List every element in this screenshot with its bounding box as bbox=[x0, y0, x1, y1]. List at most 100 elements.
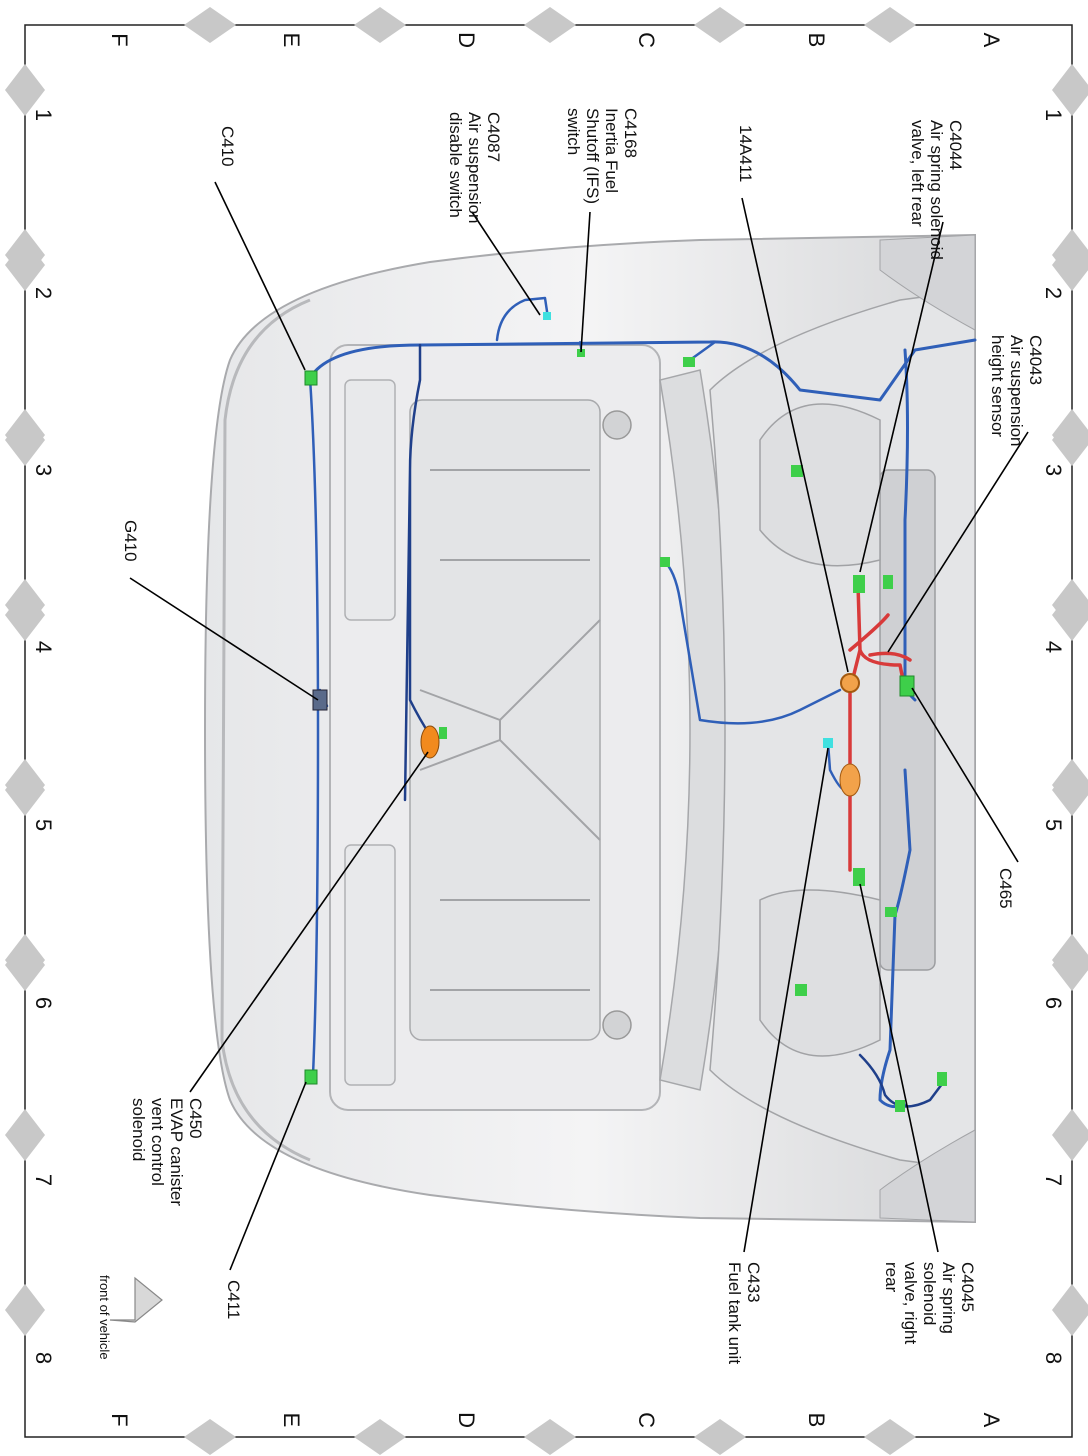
leader-lines bbox=[129, 181, 1029, 1271]
components bbox=[304, 312, 947, 1112]
callout-c4168-line: C4168 bbox=[621, 108, 640, 158]
grid-row-label: D bbox=[454, 32, 479, 48]
callout-c450-line: C450 bbox=[186, 1098, 205, 1139]
frame-diamond bbox=[1052, 1284, 1088, 1336]
callout-c450-line: solenoid bbox=[129, 1098, 148, 1161]
callout-c410-line: C410 bbox=[218, 126, 237, 167]
callout-front: front of vehicle bbox=[97, 1275, 112, 1360]
grid-row-label: A bbox=[979, 33, 1004, 48]
connector-misc-4 bbox=[795, 984, 807, 996]
callout-c4043-line: C4043 bbox=[1026, 335, 1045, 385]
grid-row-label: C bbox=[634, 1412, 659, 1428]
frame-diamond bbox=[864, 1419, 916, 1455]
callout-a14a411-line: 14A411 bbox=[736, 125, 755, 182]
leader-14a411 bbox=[741, 197, 849, 673]
callout-c4044-line: Air spring solenoid bbox=[927, 120, 946, 260]
frame-diamond bbox=[5, 229, 45, 281]
callout-c4044-line: valve, left rear bbox=[908, 120, 927, 227]
grid-col-label: 3 bbox=[1041, 464, 1066, 476]
grid-row-label: B bbox=[804, 1413, 829, 1428]
frame-diamond bbox=[1052, 229, 1088, 281]
frame-diamond bbox=[1052, 64, 1088, 116]
plug-right bbox=[602, 1010, 632, 1040]
callout-c4087-line: disable switch bbox=[446, 112, 465, 218]
frame-diamond bbox=[1052, 759, 1088, 811]
grid-col-label: 3 bbox=[31, 464, 56, 476]
callout-c411: C411 bbox=[224, 1280, 243, 1319]
grid-col-label: 6 bbox=[1041, 997, 1066, 1009]
leader-c465 bbox=[911, 687, 1019, 863]
floor-rail-left bbox=[344, 379, 396, 621]
leader-c450 bbox=[189, 751, 429, 1093]
callout-c433-line: Fuel tank unit bbox=[725, 1262, 744, 1364]
grid-col-label: 5 bbox=[1041, 819, 1066, 831]
callout-c4045-line: valve, right bbox=[901, 1262, 920, 1344]
callout-c465: C465 bbox=[996, 868, 1015, 909]
frame-diamond bbox=[524, 7, 576, 43]
grid-row-label: C bbox=[634, 32, 659, 48]
callout-c4043-line: Air suspension bbox=[1007, 335, 1026, 447]
connector-c410 bbox=[304, 370, 318, 386]
harness-tank bbox=[661, 558, 842, 725]
frame-diamond bbox=[694, 7, 746, 43]
grid-row-label: A bbox=[979, 1413, 1004, 1428]
frame-diamond bbox=[5, 579, 45, 631]
front-arrow bbox=[109, 1276, 163, 1323]
connector-c450-pin bbox=[439, 727, 447, 739]
frame-diamond bbox=[5, 409, 45, 461]
grid-col-label: 5 bbox=[31, 819, 56, 831]
leader-c4043 bbox=[887, 431, 1029, 653]
grid-row-label: F bbox=[107, 33, 132, 46]
frame-diamond bbox=[1052, 1109, 1088, 1161]
frame-diamond bbox=[694, 1419, 746, 1455]
callout-g410-line: G410 bbox=[121, 520, 140, 562]
connector-misc-1 bbox=[791, 465, 803, 477]
grid-col-label: 4 bbox=[1041, 641, 1066, 653]
frame-diamond bbox=[1052, 934, 1088, 986]
plug-left bbox=[602, 410, 632, 440]
body-upper-right bbox=[879, 1129, 976, 1223]
callout-g410: G410 bbox=[121, 520, 140, 562]
frame-diamond bbox=[5, 1109, 45, 1161]
harness-rear-side bbox=[308, 376, 320, 1077]
callout-c4168-line: Inertia Fuel bbox=[602, 108, 621, 193]
connector-misc-3 bbox=[660, 557, 670, 567]
leader-c4087 bbox=[471, 211, 541, 316]
connector-c465 bbox=[899, 675, 915, 697]
wheel-arch-right bbox=[759, 889, 881, 1057]
grid-row-label: B bbox=[804, 33, 829, 48]
leader-c4044 bbox=[859, 221, 944, 573]
callout-c4168-line: switch bbox=[564, 108, 583, 155]
harness-rear-inner bbox=[403, 343, 432, 802]
connector-c4087 bbox=[543, 312, 551, 320]
frame-diamonds bbox=[5, 7, 1088, 1455]
ground-g410 bbox=[312, 689, 328, 711]
connector-c4043-pin bbox=[683, 357, 695, 367]
front-arrow-icon bbox=[109, 1276, 163, 1323]
connector-14a411 bbox=[840, 673, 860, 693]
frame-diamond bbox=[184, 7, 236, 43]
callout-front-line: front of vehicle bbox=[97, 1275, 112, 1360]
grid-row-label: D bbox=[454, 1412, 479, 1428]
connector-c433 bbox=[823, 738, 833, 748]
grid-col-label: 1 bbox=[1041, 109, 1066, 121]
harness-axle-right bbox=[878, 768, 912, 1109]
leader-c4168 bbox=[580, 211, 591, 353]
frame-diamond bbox=[184, 1419, 236, 1455]
grid-col-label: 4 bbox=[31, 641, 56, 653]
leader-g410 bbox=[129, 577, 319, 701]
body-upper-left bbox=[879, 234, 976, 331]
axle-beam bbox=[879, 469, 936, 971]
grid-col-label: 2 bbox=[1041, 287, 1066, 299]
callout-c411-line: C411 bbox=[224, 1280, 243, 1319]
grid-col-label: 1 bbox=[31, 109, 56, 121]
callout-c4045-line: Air spring bbox=[939, 1262, 958, 1334]
connector-c411 bbox=[304, 1069, 318, 1085]
grid-row-label: E bbox=[279, 1413, 304, 1428]
grid-row-label: F bbox=[107, 1413, 132, 1426]
